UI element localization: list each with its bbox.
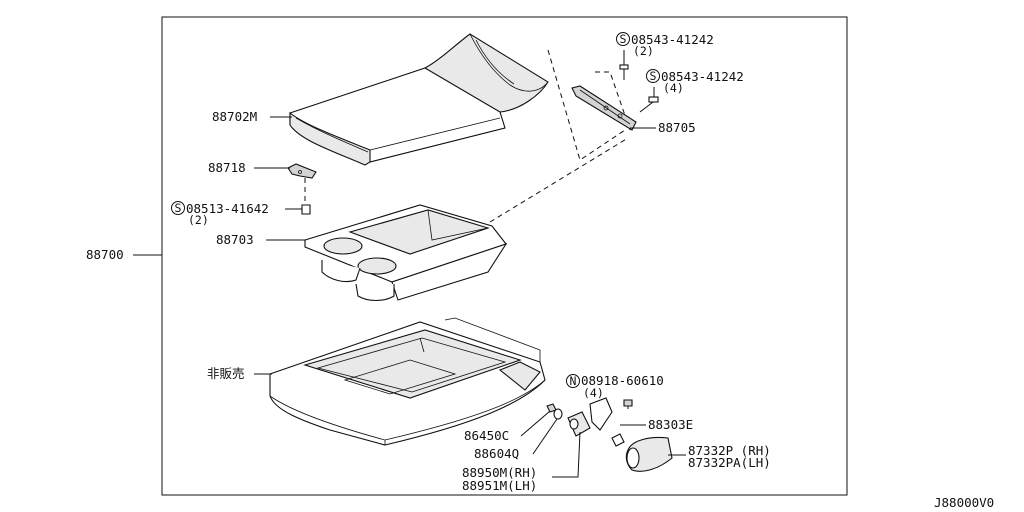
part-bolt-latch: 08918-60610	[581, 373, 664, 388]
console-body-part	[269, 317, 546, 446]
latch-bracket-part	[589, 397, 633, 447]
latch-part	[567, 411, 591, 437]
label-88604Q: 88604Q	[474, 446, 519, 461]
bracket-part	[287, 163, 317, 215]
label-86450C: 86450C	[464, 428, 509, 443]
label-88702M: 88702M	[212, 109, 257, 124]
symbol-screw-bracket: S	[175, 201, 182, 215]
bin-part	[304, 204, 508, 302]
leader-latch	[552, 431, 581, 478]
part-screw-top: 08543-41242	[631, 32, 714, 47]
label-88718: 88718	[208, 160, 246, 175]
label-87332P: 87332P (RH)	[688, 443, 771, 458]
screw-hinge-part	[639, 87, 659, 113]
symbol-s-icon	[616, 32, 630, 46]
qty-screw-hinge: (4)	[663, 81, 684, 95]
qty-screw-top: (2)	[633, 44, 654, 58]
symbol-bolt-latch: N	[570, 374, 577, 388]
label-88303E: 88303E	[648, 417, 693, 432]
symbol-n-icon	[566, 374, 580, 388]
symbol-screw-top: S	[620, 32, 627, 46]
label-87332PA: 87332PA(LH)	[688, 455, 771, 470]
label-88951M: 88951M(LH)	[462, 478, 537, 493]
label-88703: 88703	[216, 232, 254, 247]
screw-top-part	[619, 50, 629, 80]
diagram-code: J88000V0	[934, 495, 994, 510]
qty-bolt-latch: (4)	[583, 386, 604, 400]
label-88950M: 88950M(RH)	[462, 465, 537, 480]
label-88700: 88700	[86, 247, 124, 262]
label-console-body: 非販売	[207, 366, 245, 381]
washer-part	[553, 408, 563, 420]
qty-screw-bracket: (2)	[188, 213, 209, 227]
symbol-s-icon	[171, 201, 185, 215]
leader-88604Q	[532, 418, 558, 455]
label-88705: 88705	[658, 120, 696, 135]
symbol-screw-hinge: S	[650, 69, 657, 83]
hinge-part	[571, 85, 637, 131]
leader-86450C	[520, 410, 551, 437]
symbol-s-icon	[646, 69, 660, 83]
lid-part	[289, 33, 549, 166]
diagram-frame	[161, 16, 848, 496]
cover-part	[625, 436, 673, 472]
part-screw-hinge: 08543-41242	[661, 69, 744, 84]
part-screw-bracket: 08513-41642	[186, 201, 269, 216]
